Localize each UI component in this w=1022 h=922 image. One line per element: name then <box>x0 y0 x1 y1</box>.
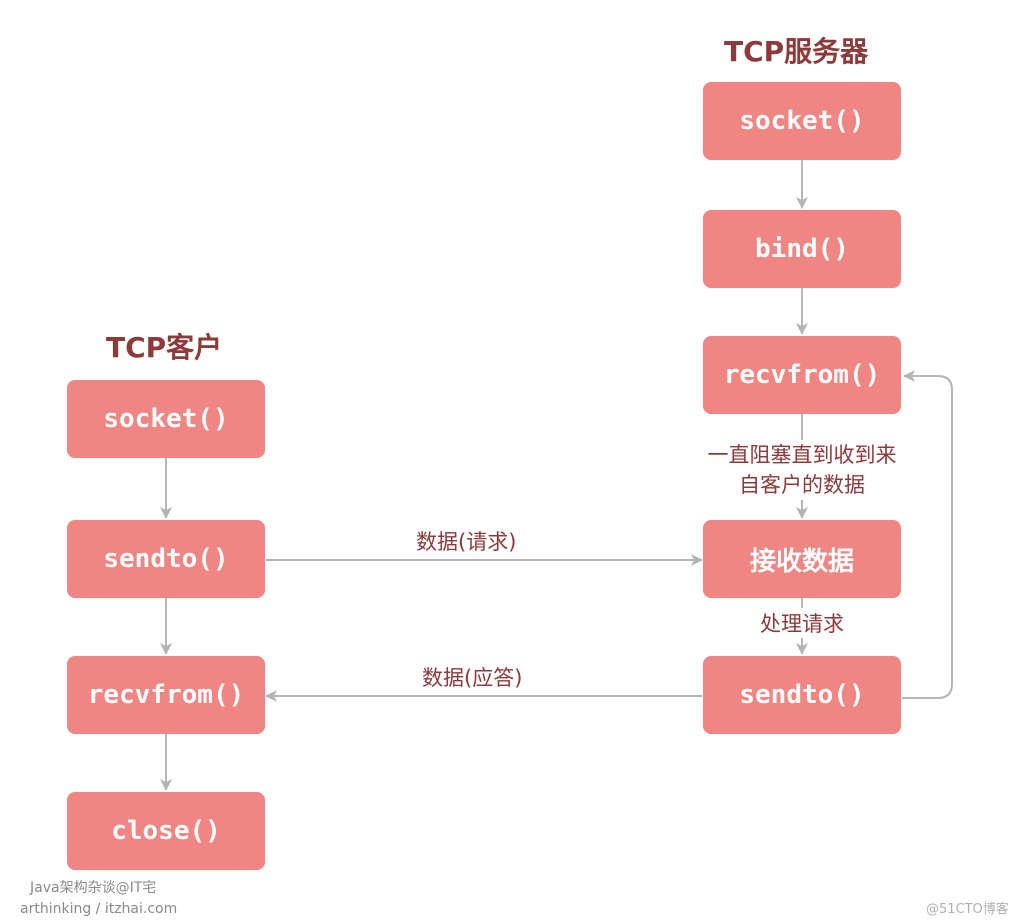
watermark-line2: arthinking / itzhai.com <box>20 901 178 917</box>
blocking-note: 一直阻塞直到收到来自客户的数据 <box>700 440 904 500</box>
server-receive-box: 接收数据 <box>703 520 901 598</box>
watermark-line1: Java架构杂谈@IT宅 <box>30 880 157 896</box>
client-close-box: close() <box>67 792 265 870</box>
request-label: 数据(请求) <box>416 530 517 554</box>
arrow-loop-back <box>902 370 953 699</box>
server-socket-box: socket() <box>703 82 901 160</box>
client-title: TCP客户 <box>106 331 223 364</box>
server-bind-box: bind() <box>703 210 901 288</box>
client-recvfrom-box: recvfrom() <box>67 656 265 734</box>
client-socket-box: socket() <box>67 380 265 458</box>
watermark-corner: @51CTO博客 <box>926 902 1009 917</box>
process-note: 处理请求 <box>740 608 864 638</box>
server-title: TCP服务器 <box>724 35 869 68</box>
server-sendto-box: sendto() <box>703 656 901 734</box>
response-label: 数据(应答) <box>422 666 523 690</box>
server-recvfrom-box: recvfrom() <box>703 336 901 414</box>
client-sendto-box: sendto() <box>67 520 265 598</box>
